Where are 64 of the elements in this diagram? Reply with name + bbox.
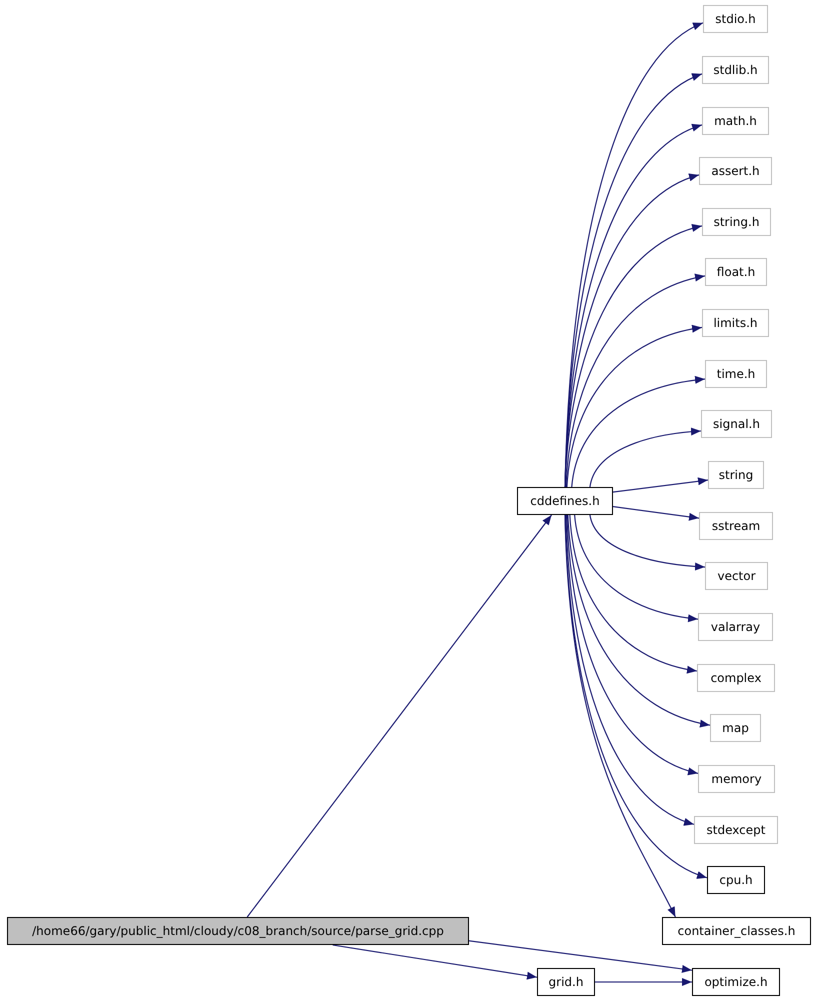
file-name: container_classes.h	[678, 924, 796, 938]
arrow	[564, 224, 702, 488]
file-name: stdlib.h	[713, 63, 758, 77]
file-name: /home66/gary/public_html/cloudy/c08_branch/source/parse_grid.cpp	[32, 924, 444, 938]
file-name: string	[718, 468, 754, 482]
arrow	[567, 514, 710, 727]
file-name: memory	[711, 772, 762, 786]
header-file-node	[705, 258, 767, 286]
arrow	[589, 428, 702, 488]
header-file-node	[697, 664, 775, 692]
file-name: stdexcept	[706, 823, 766, 837]
file-name: grid.h	[548, 975, 584, 989]
header-file-node	[701, 410, 772, 438]
header-file-node	[692, 968, 780, 996]
arrow	[612, 506, 700, 521]
header-file-node	[703, 5, 768, 33]
header-file-node	[699, 512, 773, 540]
file-name: vector	[717, 569, 756, 583]
arrow	[574, 514, 698, 622]
header-file-node	[699, 157, 772, 185]
arrow	[566, 325, 702, 488]
file-name: map	[722, 721, 749, 735]
header-file-node	[537, 968, 595, 996]
file-name: math.h	[714, 114, 757, 128]
arrow	[612, 477, 708, 493]
header-file-node	[707, 866, 765, 894]
arrow	[589, 514, 706, 570]
arrow	[565, 274, 706, 488]
header-file-node	[694, 816, 778, 844]
header-file-node	[698, 765, 775, 793]
header-file-node	[702, 208, 771, 236]
file-name: valarray	[710, 620, 760, 634]
arrow	[566, 514, 698, 774]
file-name: cpu.h	[719, 873, 753, 887]
header-file-node	[698, 613, 773, 641]
arrow	[246, 514, 552, 918]
arrow	[565, 514, 694, 825]
header-file-node	[702, 107, 769, 135]
arrow	[564, 514, 676, 918]
file-name: complex	[710, 671, 762, 685]
arrow	[569, 514, 698, 674]
file-name: stdio.h	[715, 12, 756, 26]
file-name: float.h	[716, 265, 756, 279]
header-file-node	[705, 562, 768, 590]
file-name: assert.h	[711, 164, 760, 178]
arrow	[571, 376, 706, 488]
header-file-node	[708, 461, 764, 489]
arrow	[468, 940, 692, 973]
file-name: string.h	[714, 215, 760, 229]
file-name: signal.h	[713, 417, 760, 431]
header-file-node	[702, 56, 769, 84]
header-file-node	[710, 714, 761, 742]
file-name: cddefines.h	[530, 494, 600, 508]
file-name: limits.h	[713, 316, 758, 330]
header-file-node	[705, 360, 767, 388]
file-name: time.h	[716, 367, 756, 381]
header-file-node	[662, 917, 811, 945]
header-file-node	[517, 487, 613, 515]
source-file-node	[7, 917, 469, 945]
arrow	[332, 944, 538, 980]
file-name: sstream	[712, 519, 760, 533]
header-file-node	[702, 309, 769, 337]
arrow	[595, 978, 692, 986]
file-name: optimize.h	[704, 975, 768, 989]
